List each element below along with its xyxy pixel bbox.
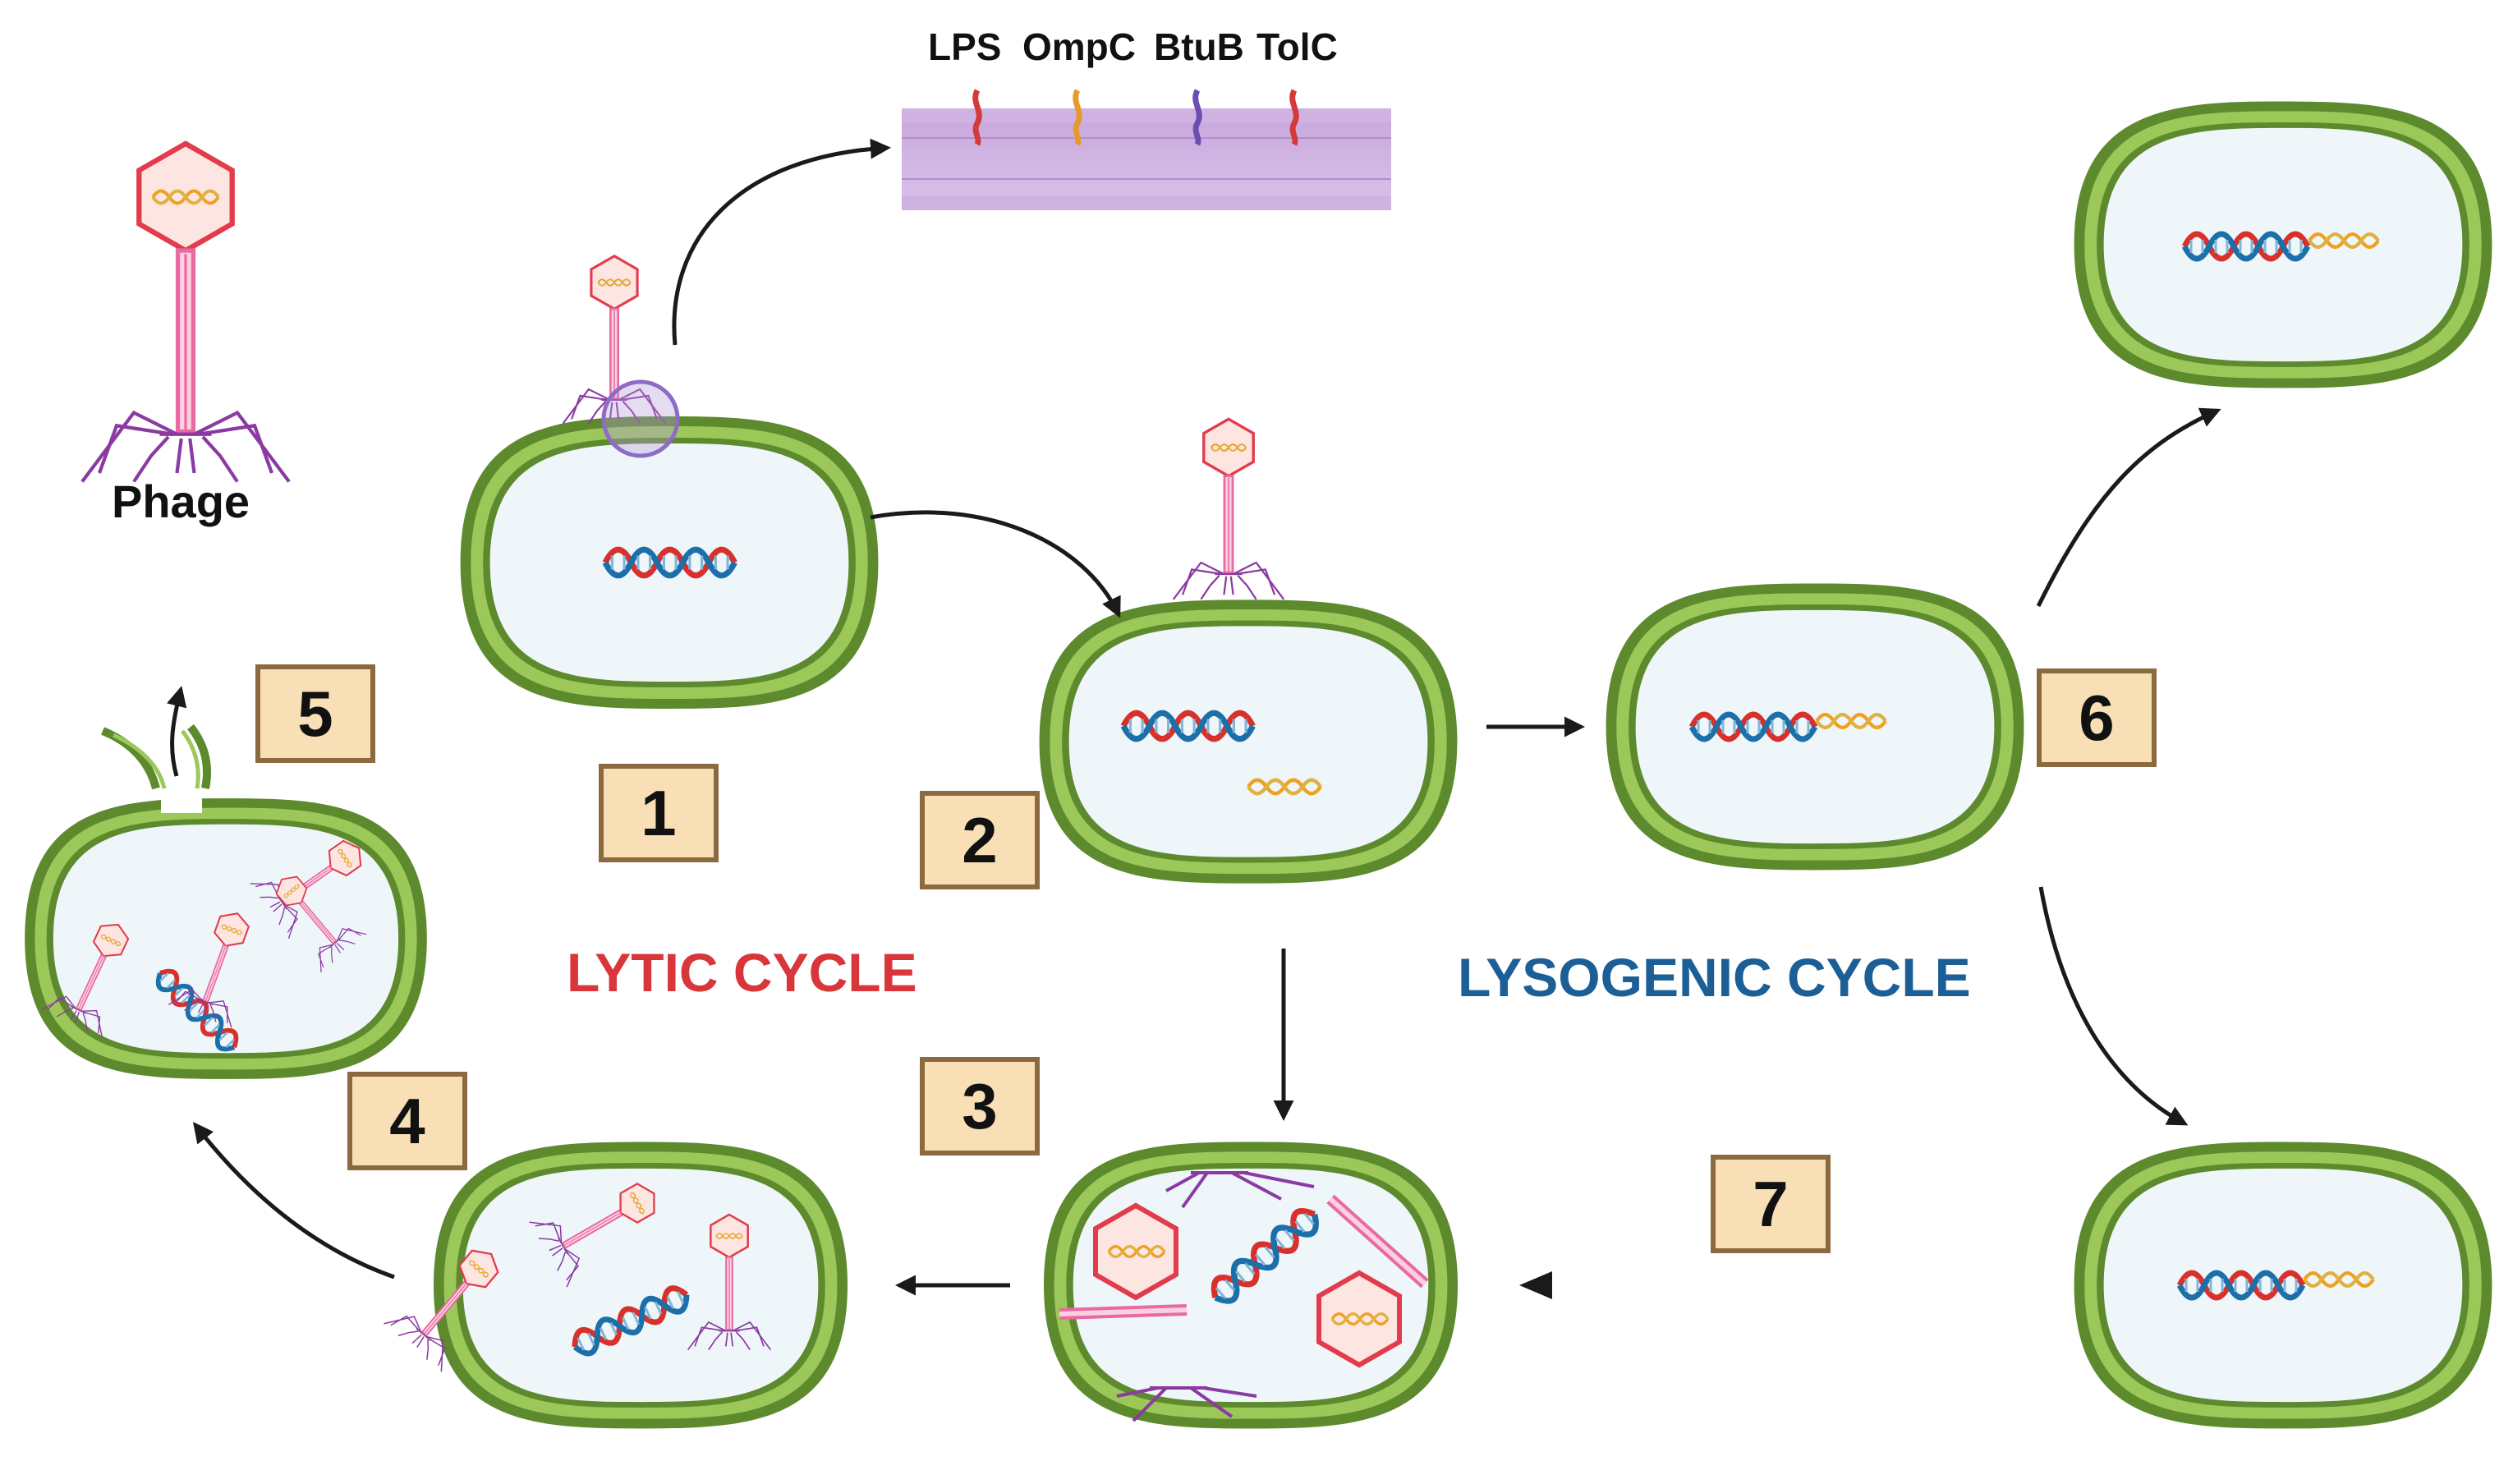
cell-lysis xyxy=(25,724,427,1079)
step-1-box: 1 xyxy=(599,764,719,862)
cell-integration xyxy=(1606,583,2024,871)
lysogenic-cycle-title: LYSOGENIC CYCLE xyxy=(1458,947,1971,1008)
step-6-box: 6 xyxy=(2037,668,2157,767)
cell-attachment xyxy=(460,256,879,709)
step-5-box: 5 xyxy=(255,664,375,763)
cell-assembly xyxy=(384,1142,848,1429)
arrows xyxy=(167,138,2221,1296)
receptor-tolc xyxy=(1289,89,1299,146)
arrow-excision xyxy=(1519,1271,2012,1299)
cell-prophage-top xyxy=(2074,101,2492,388)
receptor-btub xyxy=(1192,89,1202,146)
cell-replication xyxy=(1044,1142,1458,1429)
lytic-cycle-title: LYTIC CYCLE xyxy=(567,942,917,1003)
phage-label: Phage xyxy=(112,476,250,527)
receptor-lps xyxy=(972,89,982,146)
free-phage xyxy=(82,144,289,482)
cell-injection xyxy=(1039,419,1458,884)
receptor-ompc xyxy=(1073,89,1082,146)
step-4-box: 4 xyxy=(347,1072,467,1170)
cell-prophage-bottom xyxy=(2074,1142,2492,1429)
step-3-box: 3 xyxy=(920,1057,1040,1155)
receptor-label-ompc: OmpC xyxy=(1022,25,1136,68)
receptor-label-tolc: TolC xyxy=(1256,25,1338,68)
receptor-label-btub: BtuB xyxy=(1154,25,1244,68)
receptor-label-lps: LPS xyxy=(928,25,1002,68)
step-7-box: 7 xyxy=(1711,1155,1831,1253)
outer-membrane xyxy=(902,89,1391,210)
step-2-box: 2 xyxy=(920,791,1040,889)
